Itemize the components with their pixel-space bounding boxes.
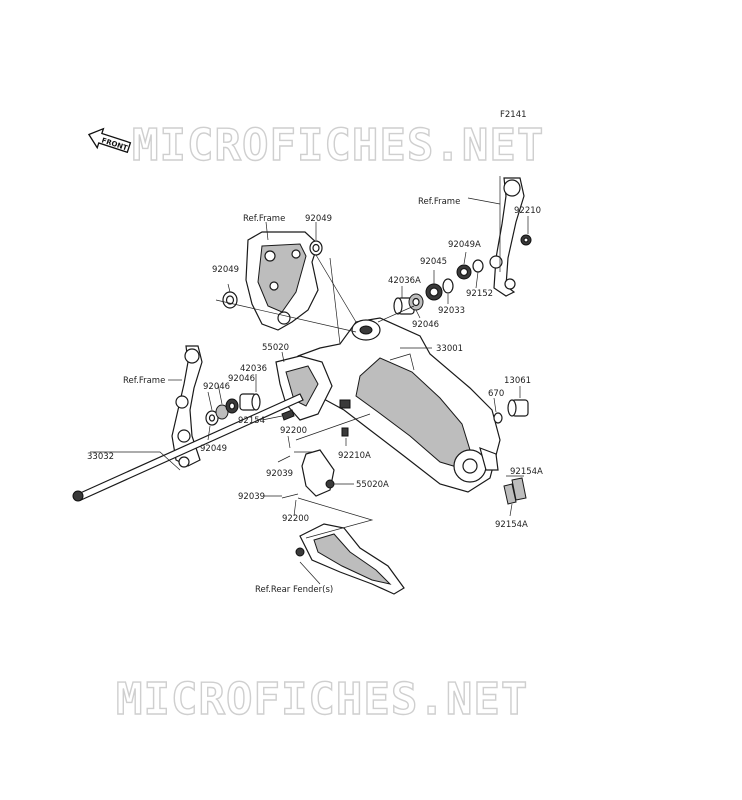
label-92210: 92210 (514, 206, 541, 216)
cap-13061 (507, 399, 529, 417)
washer-92049-left (222, 291, 238, 309)
label-92049a: 92049A (448, 240, 481, 250)
bearing-92046-left2 (225, 398, 239, 414)
label-ref-frame-left: Ref.Frame (123, 376, 165, 386)
label-92039-bottom: 92039 (238, 492, 265, 502)
label-92154a-top: 92154A (510, 467, 543, 477)
label-92049-left: 92049 (212, 265, 239, 275)
bearing-92046-left1 (215, 404, 229, 420)
label-42036: 42036 (240, 364, 267, 374)
label-ref-frame-right: Ref.Frame (418, 197, 460, 207)
bolt-92210a (341, 427, 349, 437)
label-92046-left2: 92046 (203, 382, 230, 392)
label-92200-bottom: 92200 (282, 514, 309, 524)
bearing-92045 (425, 283, 443, 301)
label-33032: 33032 (87, 452, 114, 462)
chain-guard-55020a (301, 449, 335, 497)
bolt-92154 (281, 409, 295, 421)
rear-fender (295, 523, 405, 595)
label-92200-top: 92200 (280, 426, 307, 436)
label-ref-rear-fender: Ref.Rear Fender(s) (255, 585, 333, 595)
label-13061: 13061 (504, 376, 531, 386)
washer-92049-bottom (205, 410, 219, 426)
leader-lines (90, 176, 529, 585)
bolt-92154a-top (511, 477, 527, 501)
label-92152: 92152 (466, 289, 493, 299)
frame-bracket-center (245, 231, 319, 331)
label-33001: 33001 (436, 344, 463, 354)
washer-92049-top (309, 240, 323, 256)
label-670: 670 (488, 389, 504, 399)
label-92049-top: 92049 (305, 214, 332, 224)
label-42036a: 42036A (388, 276, 421, 286)
label-92045: 92045 (420, 257, 447, 267)
spacer-42036 (239, 393, 261, 411)
collar-92152 (472, 259, 484, 273)
pivot-shaft-33032 (72, 393, 304, 502)
label-55020: 55020 (262, 343, 289, 353)
label-92046-left1: 92046 (228, 374, 255, 384)
screw-92039-bottom (281, 493, 299, 499)
watermark-bottom: MICROFICHES.NET (116, 674, 528, 725)
label-92210a: 92210A (338, 451, 371, 461)
circlip-92033 (442, 278, 454, 294)
washer-92049a (456, 264, 472, 280)
label-55020a: 55020A (356, 480, 389, 490)
chain-guard-55020 (275, 355, 333, 421)
diagram-code: F2141 (500, 110, 527, 120)
bolt-92210 (520, 234, 532, 246)
label-92154: 92154 (238, 416, 265, 426)
front-arrow-icon: FRONT (87, 127, 132, 154)
frame-bracket-right (489, 177, 525, 297)
oring-670 (493, 412, 503, 424)
label-92049-bottom: 92049 (200, 444, 227, 454)
label-ref-frame-top: Ref.Frame (243, 214, 285, 224)
label-92046-right: 92046 (412, 320, 439, 330)
frame-bracket-left (171, 345, 203, 468)
swingarm-33001 (289, 317, 501, 493)
bolt-92154a-bottom (503, 483, 517, 505)
watermark-top: MICROFICHES.NET (132, 120, 544, 171)
label-92039-top: 92039 (266, 469, 293, 479)
label-92154a-bottom: 92154A (495, 520, 528, 530)
label-92033: 92033 (438, 306, 465, 316)
